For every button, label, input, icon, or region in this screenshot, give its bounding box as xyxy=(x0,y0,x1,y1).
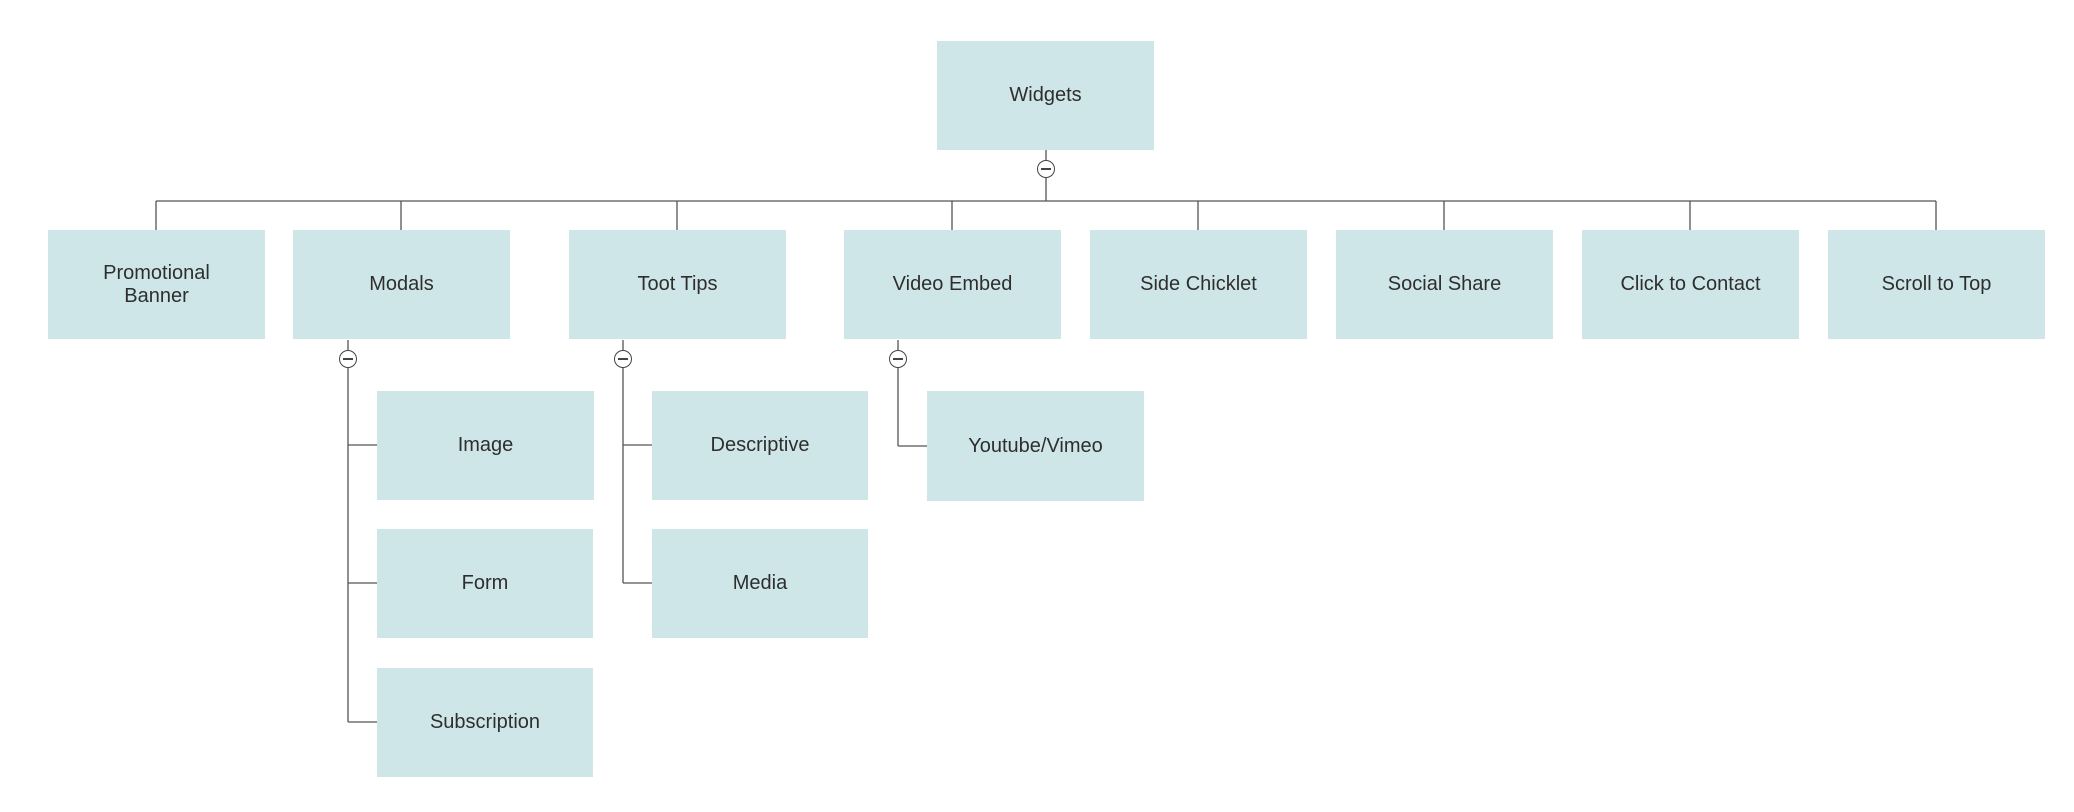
node-toot-tips[interactable]: Toot Tips xyxy=(569,230,786,339)
node-promotional-banner[interactable]: Promotional Banner xyxy=(48,230,265,339)
collapse-icon[interactable] xyxy=(614,350,632,368)
node-label: Subscription xyxy=(429,711,541,733)
node-label: Video Embed xyxy=(892,273,1013,295)
node-label: Social Share xyxy=(1387,273,1502,295)
node-subscription[interactable]: Subscription xyxy=(377,668,593,777)
node-label: Click to Contact xyxy=(1620,273,1761,295)
node-label: Youtube/Vimeo xyxy=(968,434,1103,457)
node-descriptive[interactable]: Descriptive xyxy=(652,391,868,500)
node-widgets[interactable]: Widgets xyxy=(937,41,1154,150)
collapse-icon[interactable] xyxy=(889,350,907,368)
node-image[interactable]: Image xyxy=(377,391,594,500)
node-form[interactable]: Form xyxy=(377,529,593,638)
collapse-icon[interactable] xyxy=(339,350,357,368)
node-label: Promotional Banner xyxy=(103,261,210,307)
node-social-share[interactable]: Social Share xyxy=(1336,230,1553,339)
node-modals[interactable]: Modals xyxy=(293,230,510,339)
node-label: Toot Tips xyxy=(637,273,718,295)
collapse-icon[interactable] xyxy=(1037,160,1055,178)
node-label: Media xyxy=(732,572,788,594)
node-label: Modals xyxy=(369,273,434,295)
node-media[interactable]: Media xyxy=(652,529,868,638)
node-label: Descriptive xyxy=(710,434,810,456)
node-scroll-to-top[interactable]: Scroll to Top xyxy=(1828,230,2045,339)
node-label: Form xyxy=(461,572,509,594)
node-label: Side Chicklet xyxy=(1140,273,1257,295)
node-click-to-contact[interactable]: Click to Contact xyxy=(1582,230,1799,339)
node-video-embed[interactable]: Video Embed xyxy=(844,230,1061,339)
node-label: Scroll to Top xyxy=(1881,273,1992,295)
node-label: Image xyxy=(457,434,514,456)
node-youtube-vimeo[interactable]: Youtube/Vimeo xyxy=(927,391,1144,501)
node-side-chicklet[interactable]: Side Chicklet xyxy=(1090,230,1307,339)
node-label: Widgets xyxy=(1009,84,1082,106)
